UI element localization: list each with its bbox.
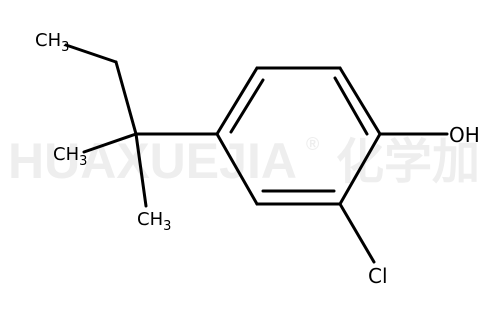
ring-double-bond <box>229 78 265 134</box>
methyl-bottom-label: CH3 <box>137 209 171 234</box>
hydroxyl-label: OH <box>449 123 480 147</box>
atom-labels: OH Cl CH3 CH3 CH3 <box>35 30 480 288</box>
methyl-left-label: CH3 <box>53 144 87 169</box>
ring-bond <box>215 132 259 206</box>
ethyl-bond <box>64 43 118 64</box>
methyl-top-subscript: 3 <box>61 40 69 55</box>
chloro-label: Cl <box>368 264 388 288</box>
methyl-bottom-bond <box>134 132 148 208</box>
methyl-left-bond <box>82 132 138 154</box>
ring-bond <box>338 132 382 206</box>
ring-double-bond <box>333 76 369 136</box>
watermark-cjk: 化学加 <box>336 136 480 189</box>
methyl-bottom-subscript: 3 <box>163 219 171 234</box>
watermark-registered: ® <box>306 134 319 154</box>
watermark: HUAXUEJIA ® 化学加 <box>8 133 480 189</box>
watermark-latin: HUAXUEJIA <box>8 133 297 189</box>
methyl-top-label: CH3 <box>35 30 69 55</box>
methyl-bottom-main: CH <box>137 209 163 230</box>
methyl-left-main: CH <box>53 144 79 165</box>
bonds <box>64 43 449 264</box>
chloro-bond <box>338 202 376 264</box>
ring-bond <box>338 66 382 136</box>
ethyl-bond <box>114 60 138 136</box>
methyl-left-subscript: 3 <box>79 154 87 169</box>
methyl-top-main: CH <box>35 30 61 51</box>
ring-bond <box>215 66 259 136</box>
